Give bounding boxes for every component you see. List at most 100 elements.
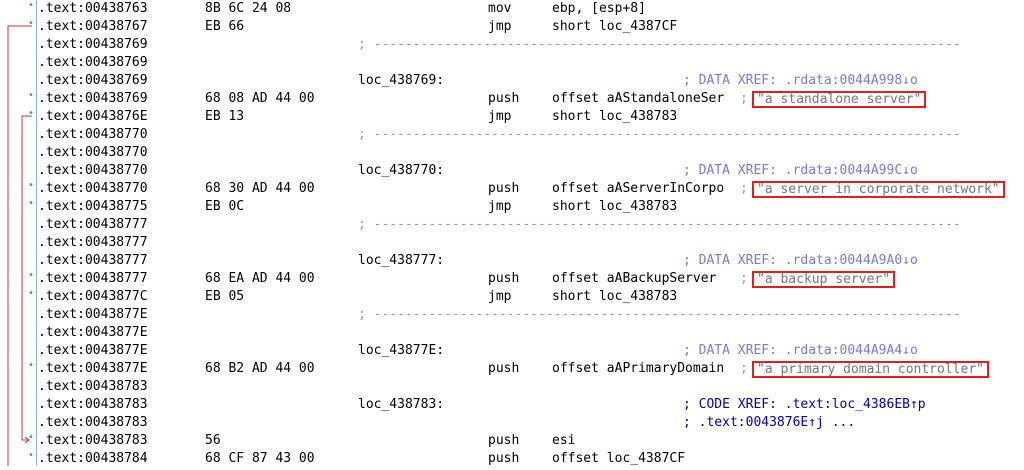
listing-row[interactable]: .text:00438769 ; ------------------------…: [0, 36, 1024, 54]
opcode-bytes: 68 B2 AD 44 00: [205, 361, 315, 376]
address[interactable]: .text:00438775: [38, 199, 148, 214]
operand[interactable]: esi: [552, 433, 576, 448]
operand[interactable]: ebp, [esp+8]: [552, 1, 646, 16]
listing-row[interactable]: .text:0043877E: [0, 324, 1024, 342]
mnemonic[interactable]: push: [488, 361, 520, 376]
code-label[interactable]: loc_438769:: [358, 73, 445, 88]
opcode-bytes: 8B 6C 24 08: [205, 1, 292, 16]
code-xref-comment[interactable]: ; .text:0043876E↑j ...: [683, 415, 856, 430]
string-comment-highlight: "a backup server": [752, 271, 896, 288]
address[interactable]: .text:00438777: [38, 271, 148, 286]
separator-comment: ; --------------------------------------…: [358, 37, 961, 52]
code-label[interactable]: loc_438783:: [358, 397, 445, 412]
address[interactable]: .text:00438783: [38, 415, 148, 430]
listing-row[interactable]: .text:0043877E loc_43877E: ; DATA XREF: .r…: [0, 342, 1024, 360]
address[interactable]: .text:00438783: [38, 397, 148, 412]
address[interactable]: .text:00438769: [38, 37, 148, 52]
listing-row[interactable]: •.text:00438777 68 EA AD 44 00 push offset …: [0, 270, 1024, 288]
address[interactable]: .text:00438777: [38, 235, 148, 250]
address[interactable]: .text:00438784: [38, 451, 148, 466]
opcode-bytes: EB 13: [205, 109, 245, 124]
operand[interactable]: offset loc_4387CF: [552, 451, 686, 466]
mnemonic[interactable]: push: [488, 271, 520, 286]
code-xref-comment[interactable]: ; CODE XREF: .text:loc_4386EB↑p: [683, 397, 926, 412]
comment-semicolon: ;: [740, 181, 748, 196]
address[interactable]: .text:00438777: [38, 253, 148, 268]
address[interactable]: .text:0043877E: [38, 307, 148, 322]
listing-row[interactable]: .text:00438770; ------------------------…: [0, 126, 1024, 144]
operand[interactable]: short loc_438783: [552, 109, 678, 124]
listing-row[interactable]: .text:00438769: [0, 54, 1024, 72]
address[interactable]: .text:00438777: [38, 217, 148, 232]
address[interactable]: .text:0043876E: [38, 109, 148, 124]
code-label[interactable]: loc_438777:: [358, 253, 445, 268]
mnemonic[interactable]: push: [488, 433, 520, 448]
mnemonic[interactable]: jmp: [488, 289, 512, 304]
mnemonic[interactable]: push: [488, 451, 520, 466]
operand[interactable]: offset aABackupServer: [552, 271, 717, 286]
address[interactable]: .text:0043877C: [38, 289, 148, 304]
address[interactable]: .text:00438770: [38, 127, 148, 142]
opcode-bytes: 68 30 AD 44 00: [205, 181, 315, 196]
listing-row[interactable]: .text:00438769 loc_438769: ; DATA XREF: .r…: [0, 72, 1024, 90]
marker-dot-icon: •: [28, 270, 35, 281]
address[interactable]: .text:00438769: [38, 73, 148, 88]
operand[interactable]: offset aAPrimaryDomain: [552, 361, 725, 376]
address[interactable]: .text:0043877E: [38, 325, 148, 340]
listing-row[interactable]: .text:00438777 loc_438777: ; DATA XREF: .r…: [0, 252, 1024, 270]
comment-semicolon: ;: [740, 271, 748, 286]
data-xref-comment[interactable]: ; DATA XREF: .rdata:0044A998↓o: [683, 73, 918, 88]
string-comment-highlight: "a server in corporate network": [752, 181, 1005, 198]
marker-dot-icon: •: [28, 180, 35, 191]
listing-row[interactable]: .text:00438777 ; ------------------------…: [0, 216, 1024, 234]
address[interactable]: .text:00438770: [38, 181, 148, 196]
address[interactable]: .text:00438769: [38, 91, 148, 106]
operand[interactable]: short loc_438783: [552, 199, 678, 214]
listing-row[interactable]: •.text:00438770 68 30 AD 44 00 push offset …: [0, 180, 1024, 198]
operand[interactable]: short loc_438783: [552, 289, 678, 304]
address[interactable]: .text:00438783: [38, 433, 148, 448]
listing-row[interactable]: .text:00438783 loc_438783: ; CODE XREF: .t…: [0, 396, 1024, 414]
opcode-bytes: 68 CF 87 43 00: [205, 451, 315, 466]
separator-comment: ; --------------------------------------…: [358, 217, 961, 232]
address[interactable]: .text:0043877E: [38, 343, 148, 358]
mnemonic[interactable]: jmp: [488, 199, 512, 214]
address[interactable]: .text:0043877E: [38, 361, 148, 376]
operand[interactable]: offset aAStandaloneSer: [552, 91, 725, 106]
operand[interactable]: short loc_4387CF: [552, 19, 678, 34]
data-xref-comment[interactable]: ; DATA XREF: .rdata:0044A9A0↓o: [683, 253, 918, 268]
address[interactable]: .text:00438770: [38, 163, 148, 178]
mnemonic[interactable]: mov: [488, 1, 512, 16]
operand[interactable]: offset aAServerInCorpo: [552, 181, 725, 196]
code-label[interactable]: loc_438770:: [358, 163, 445, 178]
data-xref-comment[interactable]: ; DATA XREF: .rdata:0044A9A4↓o: [683, 343, 918, 358]
address[interactable]: .text:00438783: [38, 379, 148, 394]
opcode-bytes: 68 EA AD 44 00: [205, 271, 315, 286]
address[interactable]: .text:00438769: [38, 55, 148, 70]
mnemonic[interactable]: jmp: [488, 109, 512, 124]
listing-row[interactable]: .text:00438783: [0, 378, 1024, 396]
listing-row[interactable]: .text:00438777: [0, 234, 1024, 252]
listing-row[interactable]: .text:00438783 ; .text:0043876E↑j ...: [0, 414, 1024, 432]
data-xref-comment[interactable]: ; DATA XREF: .rdata:0044A99C↓o: [683, 163, 918, 178]
address[interactable]: .text:00438767: [38, 19, 148, 34]
mnemonic[interactable]: push: [488, 181, 520, 196]
code-label[interactable]: loc_43877E:: [358, 343, 445, 358]
mnemonic[interactable]: jmp: [488, 19, 512, 34]
address[interactable]: .text:00438763: [38, 1, 148, 16]
address[interactable]: .text:00438770: [38, 145, 148, 160]
listing-row[interactable]: .text:00438770: [0, 144, 1024, 162]
listing-row[interactable]: .text:00438770 loc_438770: ; DATA XREF: .r…: [0, 162, 1024, 180]
listing-row[interactable]: .text:0043877E; ------------------------…: [0, 306, 1024, 324]
mnemonic[interactable]: push: [488, 91, 520, 106]
